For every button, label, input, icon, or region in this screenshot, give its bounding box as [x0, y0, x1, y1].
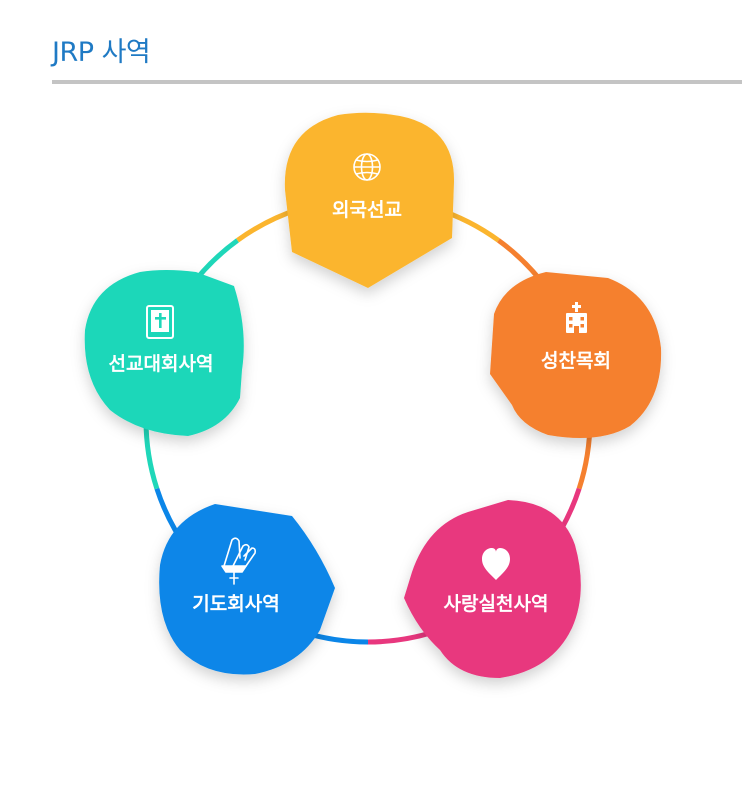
node-shape — [404, 500, 581, 678]
node-label: 선교대회사역 — [109, 353, 214, 375]
node-shape — [284, 112, 455, 289]
node-overseas-mission[interactable]: 외국선교 — [284, 112, 455, 289]
praying-hands-icon — [221, 537, 256, 585]
node-love-practice-ministry[interactable]: 사랑실천사역 — [404, 500, 581, 678]
globe-icon — [353, 153, 381, 181]
node-label: 외국선교 — [332, 199, 402, 221]
node-mission-conference-ministry[interactable]: 선교대회사역 — [84, 270, 244, 436]
node-label: 사랑실천사역 — [444, 593, 549, 615]
church-icon — [566, 302, 587, 333]
node-shape — [84, 270, 244, 436]
title-divider — [52, 80, 742, 84]
heart-icon — [482, 548, 510, 580]
node-label: 기도회사역 — [192, 593, 279, 615]
node-label: 성찬목회 — [541, 350, 611, 372]
node-shape — [490, 272, 662, 438]
node-shape — [159, 504, 335, 675]
node-prayer-meeting-ministry[interactable]: 기도회사역 — [159, 504, 335, 675]
node-communion-ministry[interactable]: 성찬목회 — [490, 272, 662, 438]
bible-icon — [146, 305, 174, 339]
page-title: JRP 사역 — [52, 37, 151, 68]
